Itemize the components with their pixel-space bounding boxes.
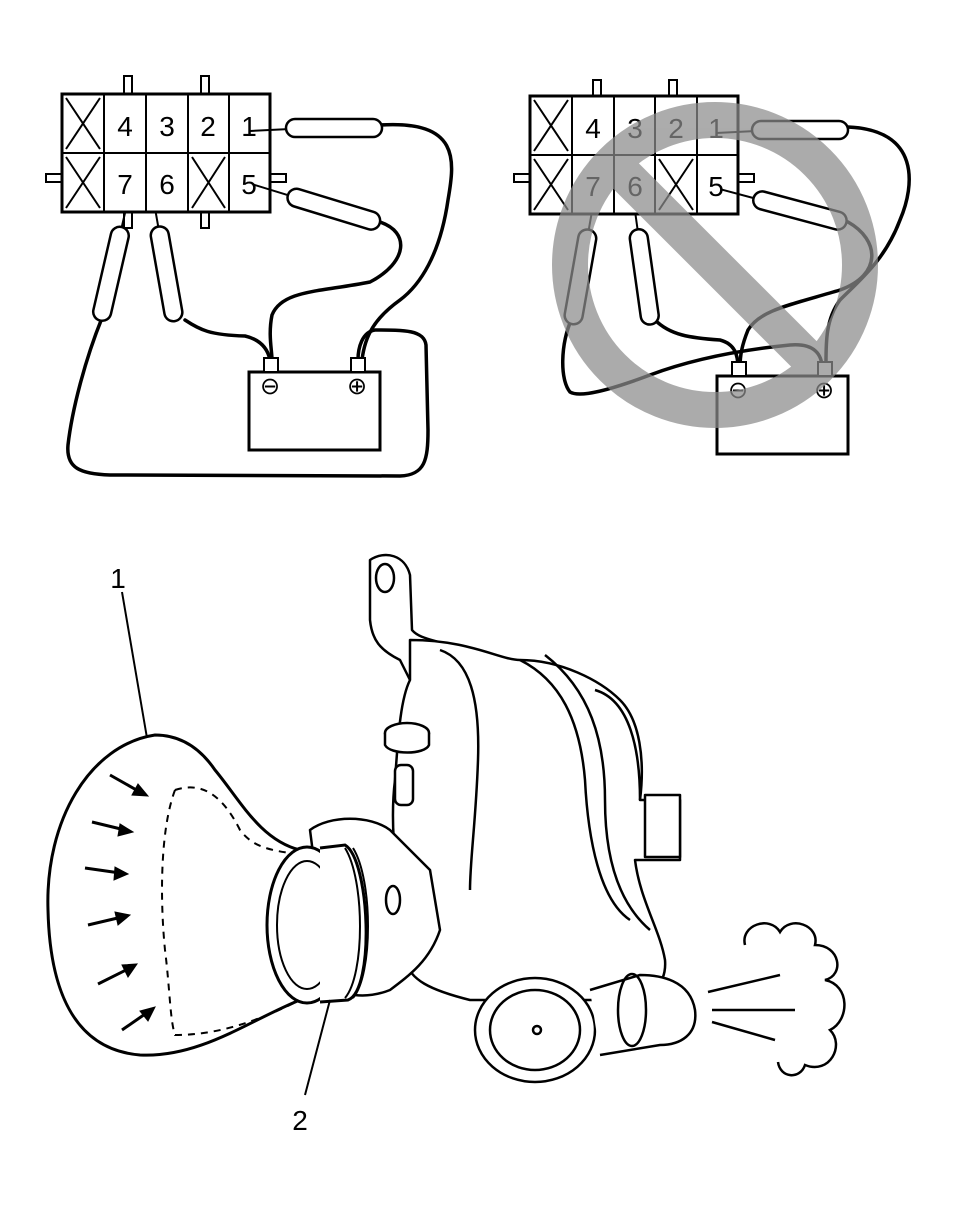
connector-block-left: 4 3 2 1 7 6 5 (60, 92, 272, 214)
pin-label-1: 1 (241, 111, 257, 142)
pin-label-5: 5 (708, 171, 724, 202)
connector-stud (592, 79, 602, 97)
battery-negative-terminal: ⊖ (260, 373, 280, 400)
arrow-icon (121, 1006, 156, 1032)
callout-leader-2 (304, 999, 331, 1096)
pin-label-2: 2 (200, 111, 216, 142)
test-probe (149, 210, 184, 323)
battery-left: ⊖ ⊕ (247, 357, 382, 452)
connector-stud (200, 211, 210, 229)
vacuum-bulb (46, 733, 369, 1057)
battery-positive-terminal: ⊕ (347, 373, 367, 400)
unused-cavity (65, 97, 101, 150)
prohibition-icon (552, 102, 878, 428)
arrow-icon (91, 820, 135, 837)
left-wiring-diagram: 4 3 2 1 7 6 5 (45, 75, 454, 478)
test-probe (91, 211, 130, 323)
outlet-tube (589, 973, 697, 1057)
pin-label-3: 3 (159, 111, 175, 142)
callout-label-1: 1 (110, 563, 126, 594)
bulb-inner-outline (174, 786, 301, 856)
unused-cavity (533, 158, 569, 211)
connector-stud (123, 75, 133, 95)
test-probe (249, 117, 384, 139)
pin-label-6: 6 (159, 169, 175, 200)
air-exhaust-icon (707, 922, 846, 1077)
arrow-icon (87, 911, 132, 927)
jumper-wires-left (66, 122, 454, 478)
pin-label-4: 4 (585, 113, 601, 144)
connector-stud (668, 79, 678, 97)
side-port (643, 793, 682, 859)
right-wiring-diagram: 4 3 2 1 7 6 5 (513, 79, 911, 456)
callout-leader-1 (121, 591, 148, 739)
arrow-icon (97, 963, 139, 986)
bracket-hole (374, 562, 396, 594)
squeeze-arrows (84, 773, 156, 1032)
test-probe (628, 213, 660, 326)
arrow-icon (84, 866, 130, 881)
valve-housing (391, 638, 682, 1002)
unused-cavity (191, 156, 226, 209)
side-slot (393, 763, 415, 807)
connector-stud (200, 75, 210, 95)
arrow-icon (109, 773, 150, 797)
pin-label-4: 4 (117, 111, 133, 142)
unused-cavity (533, 99, 569, 152)
callout-label-2: 2 (292, 1105, 308, 1136)
pin-label-5: 5 (241, 169, 257, 200)
unused-cavity (65, 156, 101, 209)
flange-hole (384, 884, 402, 916)
valve-assembly-illustration (308, 553, 697, 1084)
test-probe (253, 183, 382, 231)
pin-label-7: 7 (117, 169, 133, 200)
